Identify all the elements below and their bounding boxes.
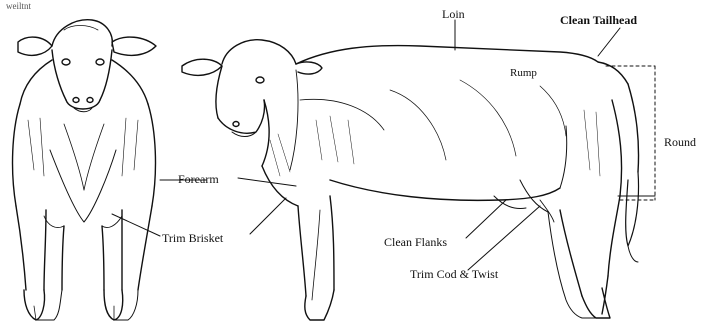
label-round: Round	[664, 136, 696, 148]
header-fragment-text: weiltnt	[6, 2, 31, 11]
label-clean-tailhead: Clean Tailhead	[560, 14, 637, 26]
cod-twist-leader	[468, 206, 540, 270]
tailhead-leader	[598, 28, 620, 56]
label-clean-flanks: Clean Flanks	[384, 236, 447, 248]
label-loin: Loin	[442, 8, 465, 20]
label-rump: Rump	[510, 68, 537, 79]
forearm-leader	[238, 178, 296, 186]
brisket-side-leader	[250, 198, 286, 234]
label-forearm: Forearm	[178, 173, 219, 185]
brisket-front-leader	[112, 214, 160, 236]
label-trim-cod-twist: Trim Cod & Twist	[410, 268, 498, 280]
round-bracket	[606, 66, 655, 200]
front-view-steer	[13, 20, 156, 320]
flanks-leader	[466, 200, 506, 238]
label-trim-brisket: Trim Brisket	[162, 232, 223, 244]
